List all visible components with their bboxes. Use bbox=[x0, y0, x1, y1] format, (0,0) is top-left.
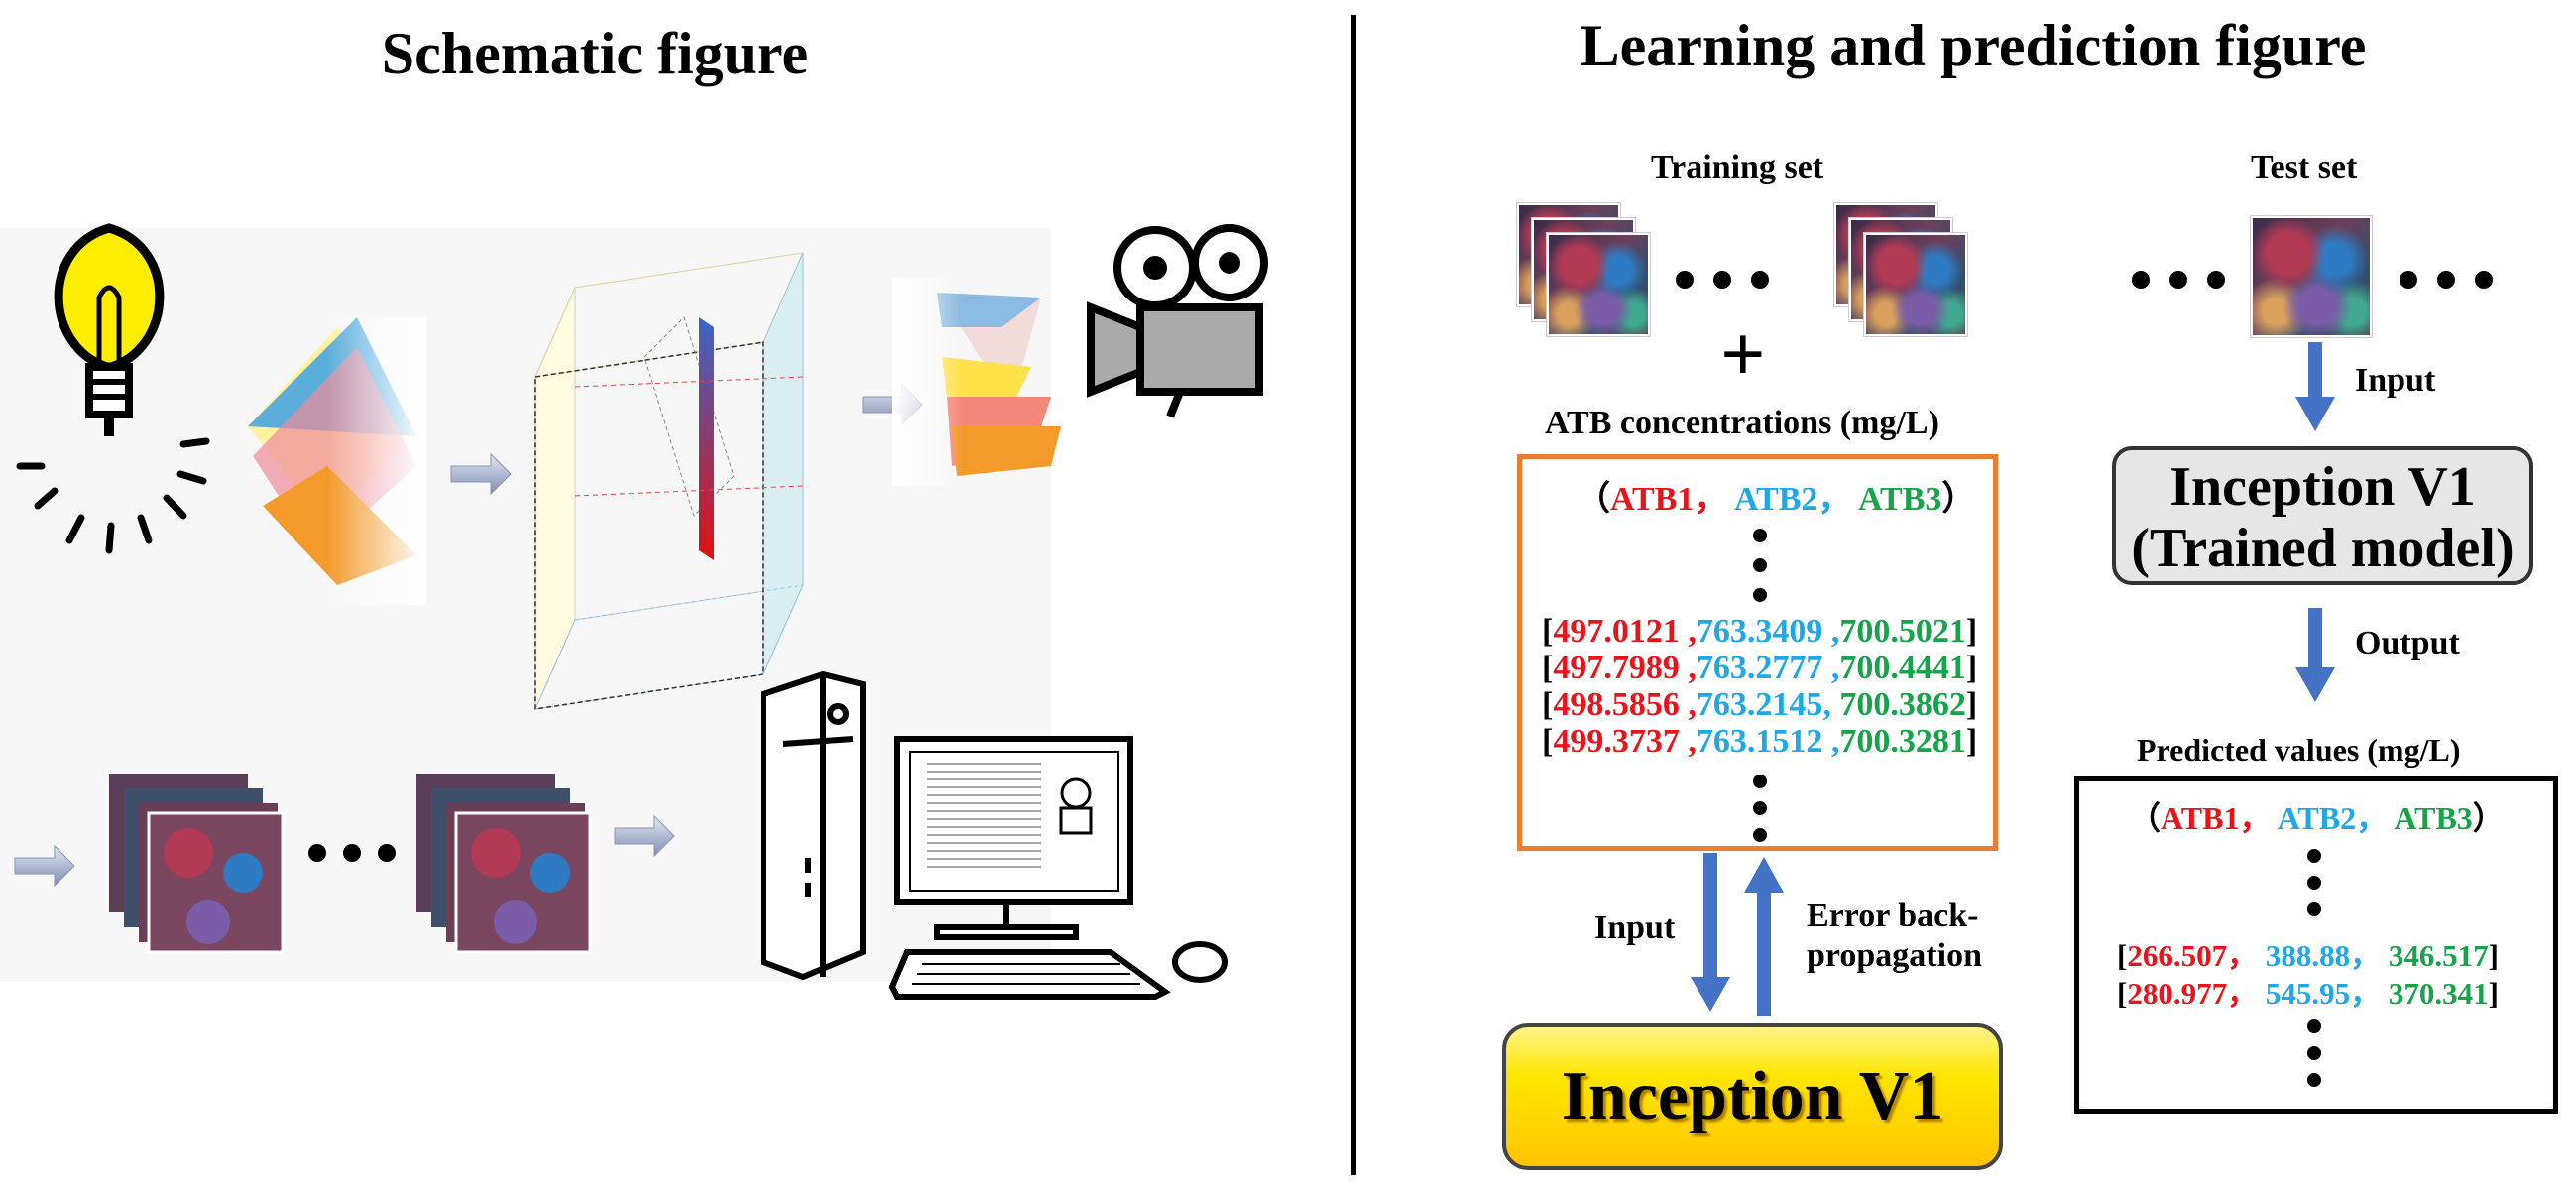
flow-arrow-icon bbox=[14, 844, 75, 888]
computer-icon bbox=[761, 670, 1228, 1000]
output-arrow bbox=[2295, 608, 2335, 702]
error-label-line1: Error back- bbox=[1807, 897, 1979, 934]
concentrations-label: ATB concentrations (mg/L) bbox=[1545, 405, 1939, 441]
test-image bbox=[2251, 216, 2372, 337]
light-dispersion-prism bbox=[248, 317, 426, 605]
output-label: Output bbox=[2355, 625, 2460, 661]
flow-arrow-icon bbox=[450, 452, 512, 496]
predicted-row: [280.977， 545.95， 370.341] bbox=[2117, 976, 2499, 1011]
inception-model-label: Inception V1 bbox=[1561, 1058, 1944, 1134]
test-set-label: Test set bbox=[2251, 149, 2358, 185]
light-bulb-icon bbox=[16, 223, 210, 554]
output-light-beams bbox=[892, 278, 1061, 486]
schematic-title: Schematic figure bbox=[381, 21, 809, 86]
predicted-values-label: Predicted values (mg/L) bbox=[2137, 732, 2461, 768]
learning-title: Learning and prediction figure bbox=[1580, 13, 2367, 78]
plus-sign: + bbox=[1720, 311, 1766, 399]
sensor-chip-box bbox=[534, 252, 804, 710]
training-arrows bbox=[1691, 853, 1784, 1016]
training-header: （ATB1， ATB2， ATB3） bbox=[1577, 481, 1976, 518]
ellipsis-dots bbox=[308, 844, 396, 862]
inception-model-box: Inception V1 bbox=[1502, 1023, 2003, 1170]
error-label-line2: propagation bbox=[1807, 937, 1982, 974]
training-set-label: Training set bbox=[1651, 149, 1824, 185]
trained-model-box: Inception V1 (Trained model) bbox=[2112, 446, 2533, 585]
training-row: [497.0121 ,763.3409 ,700.5021] bbox=[1542, 613, 1978, 650]
predicted-values-box: （ATB1， ATB2， ATB3） [266.507， 388.88， 346… bbox=[2074, 776, 2558, 1114]
image-stack-2 bbox=[416, 774, 592, 954]
predicted-header: （ATB1， ATB2， ATB3） bbox=[2129, 800, 2505, 836]
predicted-row: [266.507， 388.88， 346.517] bbox=[2117, 938, 2499, 973]
trained-model-line2: (Trained model) bbox=[2131, 518, 2515, 579]
test-input-arrow bbox=[2295, 342, 2335, 431]
video-camera-icon bbox=[1087, 224, 1268, 418]
training-row: [499.3737 ,763.1512 ,700.3281] bbox=[1542, 723, 1978, 760]
test-input-label: Input bbox=[2355, 362, 2436, 399]
trained-model-line1: Inception V1 bbox=[2169, 456, 2476, 518]
training-row: [497.7989 ,763.2777 ,700.4441] bbox=[1542, 650, 1978, 686]
image-stack-1 bbox=[109, 774, 285, 954]
input-label: Input bbox=[1594, 909, 1676, 946]
training-values-box: （ATB1， ATB2， ATB3） [497.0121 ,763.3409 ,… bbox=[1517, 454, 1998, 851]
panel-divider bbox=[1351, 15, 1356, 1175]
schematic-illustration bbox=[14, 223, 1268, 1000]
training-row: [498.5856 ,763.2145, 700.3862] bbox=[1542, 686, 1978, 723]
flow-arrow-icon bbox=[614, 814, 675, 858]
